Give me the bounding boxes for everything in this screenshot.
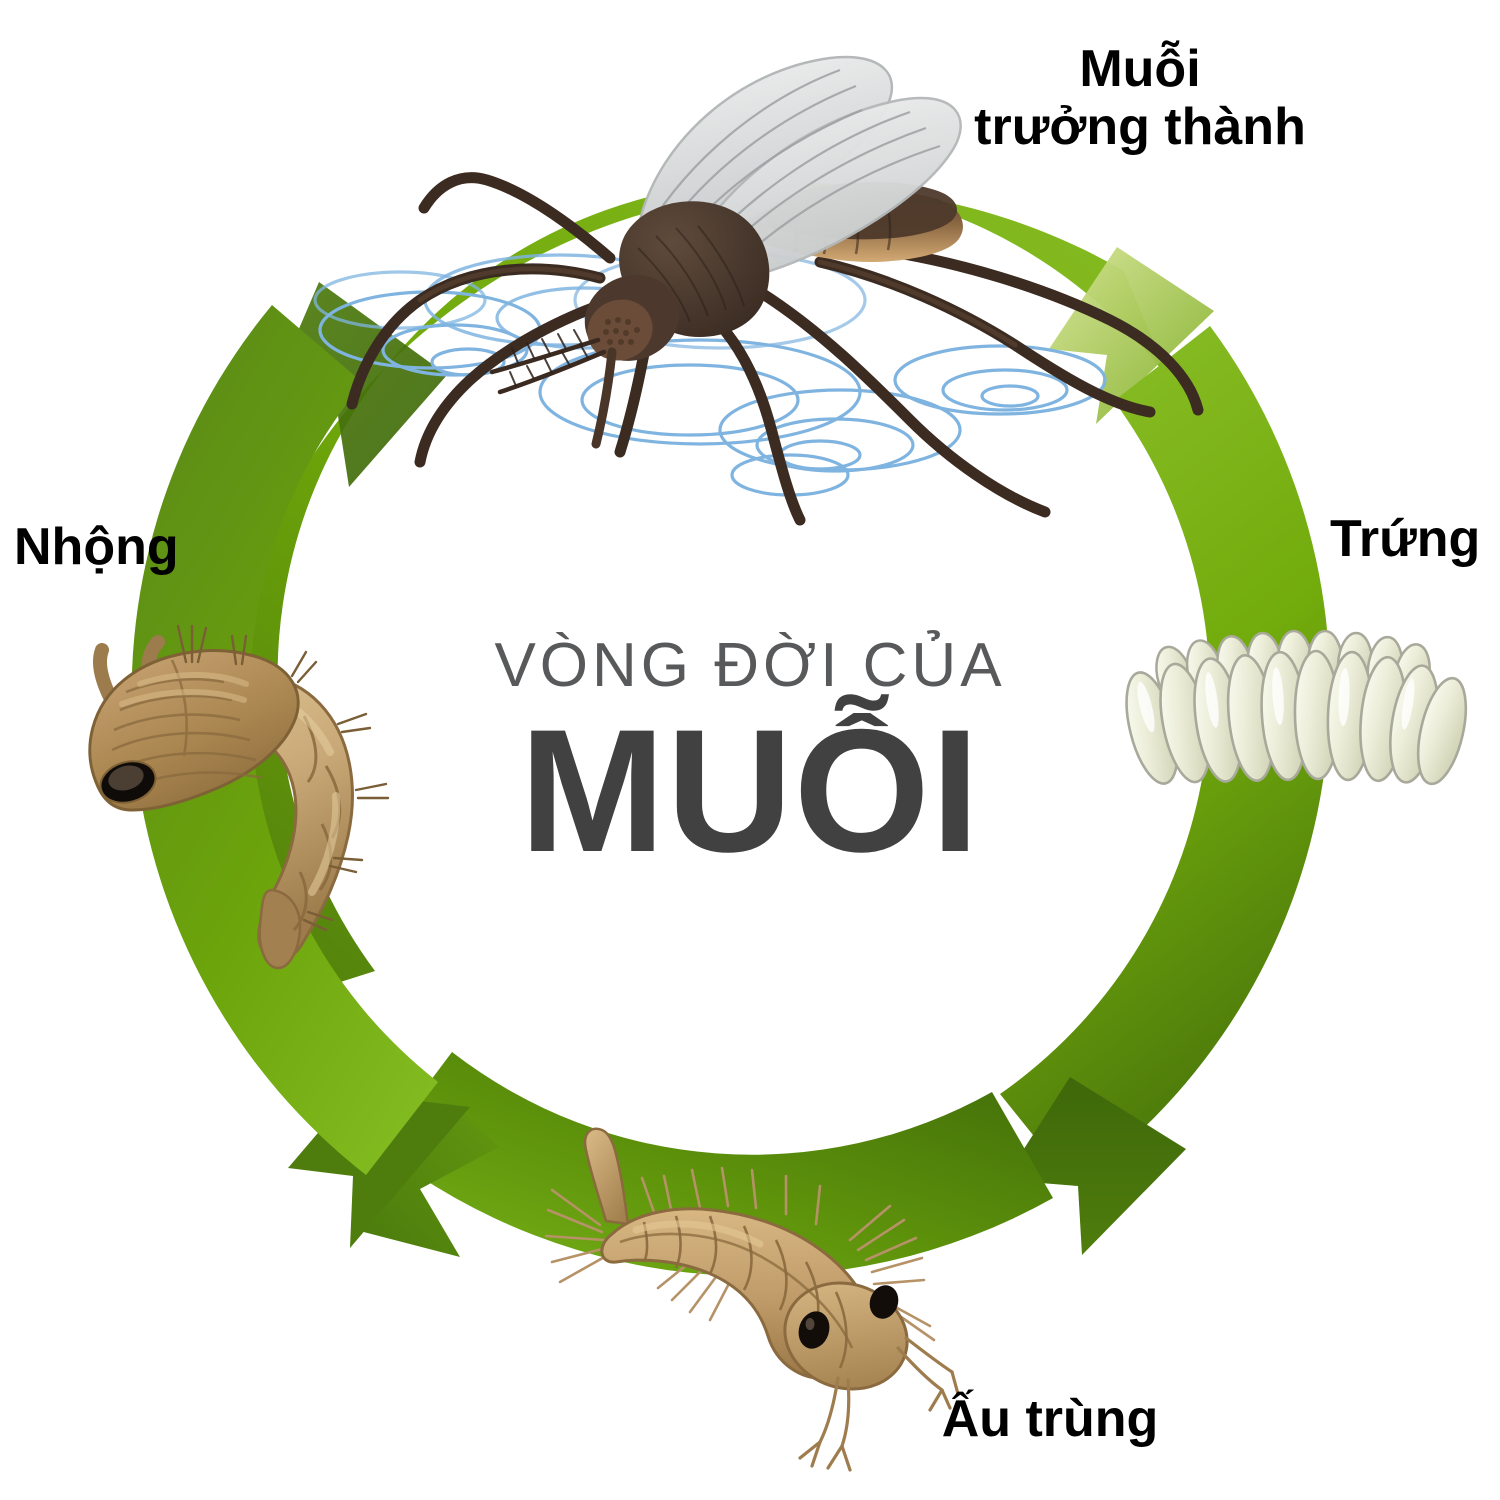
stage-label-larva: Ấu trùng xyxy=(941,1390,1159,1448)
center-main-title: MUỖI xyxy=(519,694,981,889)
antennae-bristles xyxy=(509,329,589,387)
mosquito-eye-texture xyxy=(603,317,640,345)
stage-label-adult: Muỗi trưởng thành xyxy=(974,40,1306,157)
pupa-head-texture xyxy=(111,659,263,790)
larva-dorsal-line xyxy=(619,1232,854,1349)
larva-mouth-brushes xyxy=(798,1336,960,1472)
center-subtitle: VÒNG ĐỜI CỦA xyxy=(494,631,1006,700)
center-title-block: VÒNG ĐỜI CỦA MUỖI xyxy=(350,630,1150,889)
egg-raft-front-row xyxy=(1125,649,1468,786)
larva-eye-glint xyxy=(805,1318,815,1330)
thorax-lines xyxy=(637,225,745,323)
ring-arrow-pupa-to-adult xyxy=(131,305,439,1175)
mosquito-antennae xyxy=(489,337,607,395)
pupa-hairs xyxy=(176,624,390,932)
mosquito-legs-highlight xyxy=(417,259,1018,348)
stage-label-pupa: Nhộng xyxy=(14,518,179,576)
pupa-eye-glint xyxy=(108,765,144,791)
pupa-head-highlight xyxy=(119,672,249,707)
larva-siphon xyxy=(583,1127,630,1226)
larva-eye-right xyxy=(869,1285,899,1319)
larva-highlight xyxy=(632,1220,764,1248)
ring-arrow-egg-to-larva xyxy=(1000,326,1330,1255)
egg-highlights xyxy=(1137,667,1415,733)
stage-label-egg: Trứng xyxy=(1330,510,1481,568)
mosquito-eye xyxy=(587,299,653,361)
pupa-tail-paddle xyxy=(258,888,302,970)
mosquito-proboscis xyxy=(591,347,617,449)
